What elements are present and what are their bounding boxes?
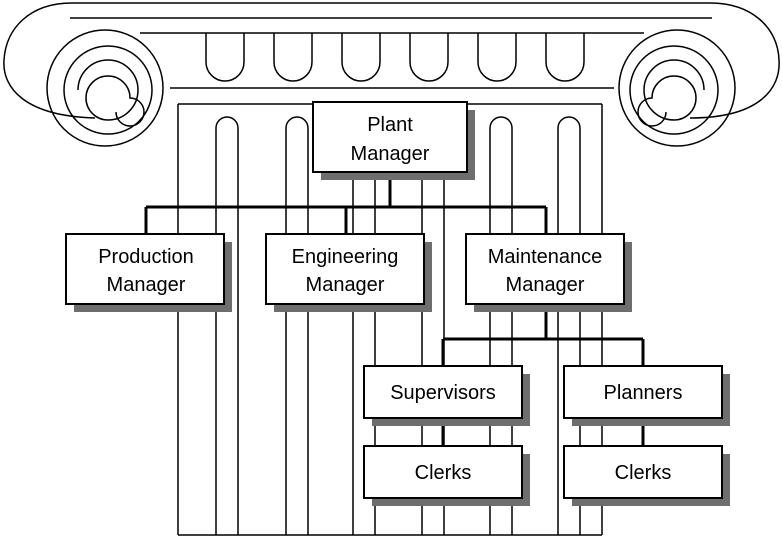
planners-clerks-label: Clerks <box>615 462 672 484</box>
egg-6 <box>546 33 584 81</box>
engineering-manager-line1: Engineering <box>292 246 399 268</box>
box-plant-manager: Plant Manager <box>313 102 475 180</box>
box-production-manager: Production Manager <box>66 234 232 312</box>
right-volute <box>619 30 735 146</box>
flute-1 <box>216 117 238 535</box>
planners-label: Planners <box>604 382 683 404</box>
egg-1 <box>206 33 244 81</box>
maintenance-manager-line1: Maintenance <box>488 246 603 268</box>
production-manager-line2: Manager <box>107 274 186 296</box>
box-planners-clerks: Clerks <box>564 446 730 506</box>
box-engineering-manager: Engineering Manager <box>266 234 432 312</box>
production-manager-line1: Production <box>98 246 194 268</box>
egg-5 <box>478 33 516 81</box>
flute-2 <box>286 117 308 535</box>
capital-outline <box>4 3 779 118</box>
box-maintenance-manager: Maintenance Manager <box>466 234 632 312</box>
plant-manager-line1: Plant <box>367 114 413 136</box>
engineering-manager-line2: Manager <box>306 274 385 296</box>
box-supervisors-clerks: Clerks <box>364 446 530 506</box>
egg-4 <box>410 33 448 81</box>
maintenance-manager-line2: Manager <box>506 274 585 296</box>
supervisors-clerks-label: Clerks <box>415 462 472 484</box>
egg-3 <box>342 33 380 81</box>
egg-2 <box>274 33 312 81</box>
left-volute <box>47 30 163 146</box>
box-planners: Planners <box>564 366 730 426</box>
plant-manager-line2: Manager <box>351 143 430 165</box>
box-supervisors: Supervisors <box>364 366 530 426</box>
supervisors-label: Supervisors <box>390 382 496 404</box>
